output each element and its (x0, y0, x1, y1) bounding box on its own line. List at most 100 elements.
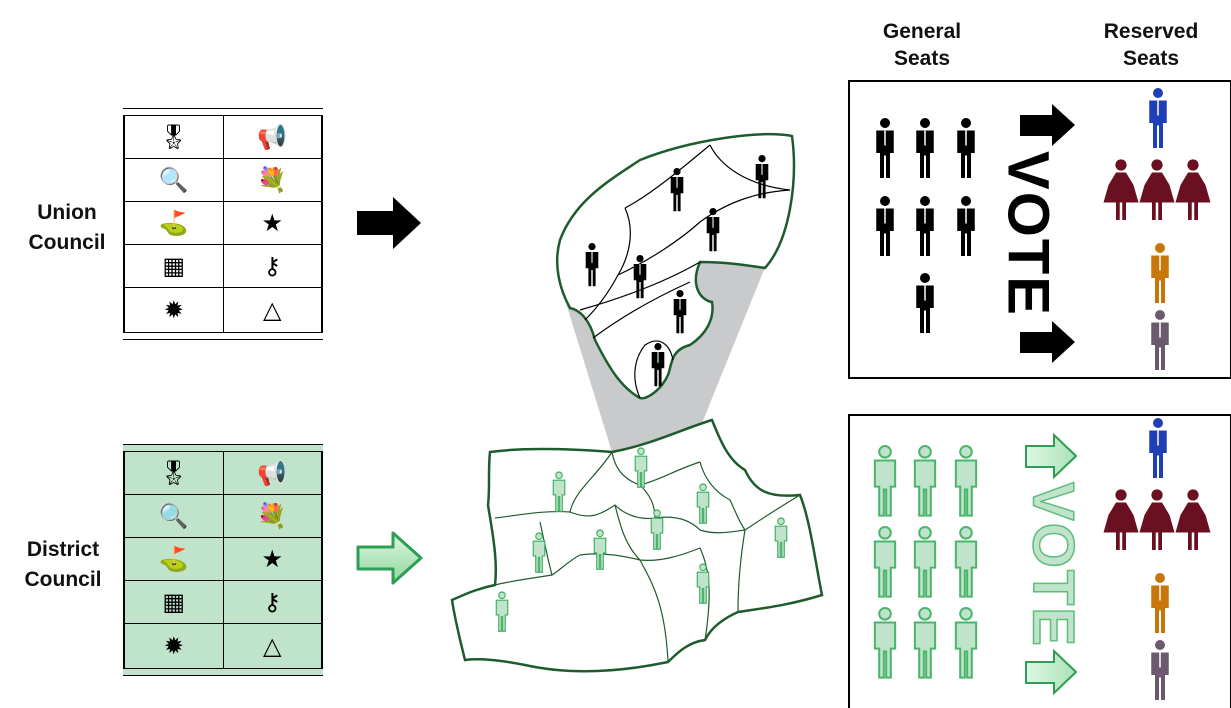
general-seat-person-icon (954, 444, 978, 517)
magnifier-icon: 🔍 (124, 158, 224, 202)
district-council-label-line2: Council (24, 568, 102, 591)
magnifier-icon: 🔍 (124, 494, 224, 538)
seat-illustration: VOTE VOTE (873, 88, 1211, 700)
district-vote-text: VOTE (1021, 482, 1086, 648)
reserved-seat-person-icon (1151, 243, 1169, 303)
general-seats-header-line2: Seats (893, 47, 951, 70)
ballot-row: 🎖📢 (124, 115, 322, 159)
general-seat-person-icon (873, 525, 897, 598)
union-arrow (357, 197, 421, 249)
medal-icon: 🎖 (124, 115, 224, 159)
ballot-row: ⛳★ (124, 537, 322, 581)
district-vote-graphic: VOTE (1020, 432, 1086, 696)
district-map (450, 418, 824, 673)
general-seat-person-icon (913, 444, 937, 517)
union-council-label-line2: Council (28, 231, 106, 254)
person-icon (593, 529, 607, 570)
ballot-row: 🔍💐 (124, 494, 322, 538)
medal-icon: 🎖 (124, 451, 224, 495)
district-council-ballot: 🎖📢🔍💐⛳★▦⚷✹△ (123, 444, 323, 676)
ballot-row: ✹△ (124, 287, 322, 333)
general-seat-person-icon (913, 606, 937, 679)
reserved-seat-person-icon (1149, 88, 1167, 148)
key-icon: ⚷ (222, 244, 322, 288)
district-vote-arrow-top (1025, 432, 1078, 480)
union-vote-arrow-top (1020, 104, 1075, 146)
star-icon: ★ (222, 537, 322, 581)
union-vote-arrow-bottom (1020, 321, 1075, 363)
general-seat-person-icon (873, 606, 897, 679)
map-illustration (450, 133, 824, 673)
general-seat-person-icon (913, 525, 937, 598)
general-seat-person-icon (957, 196, 975, 256)
district-arrow (356, 531, 423, 585)
person-icon (633, 255, 647, 299)
reserved-seat-person-icon (1149, 418, 1167, 478)
person-icon (774, 517, 788, 558)
reserved-seat-person-icon (1151, 640, 1169, 700)
person-icon (673, 290, 687, 334)
person-icon (495, 591, 509, 632)
person-icon (706, 208, 720, 252)
person-icon (670, 168, 684, 212)
union-vote-graphic: VOTE (996, 104, 1075, 363)
reserved-seat-woman-icon (1175, 159, 1211, 220)
star-icon: ★ (222, 201, 322, 245)
general-seat-person-icon (954, 525, 978, 598)
general-seat-person-icon (916, 196, 934, 256)
reserved-seat-woman-icon (1139, 489, 1175, 550)
golf-flag-icon: ⛳ (124, 201, 224, 245)
union-council-label-line1: Union (37, 201, 97, 224)
sun-icon: ✹ (124, 287, 224, 333)
flowers-icon: 💐 (222, 494, 322, 538)
sun-icon: ✹ (124, 623, 224, 669)
union-council-label: Union Council (22, 198, 112, 258)
key-icon: ⚷ (222, 580, 322, 624)
person-icon (696, 563, 710, 604)
person-icon (634, 447, 648, 488)
ballot-row: ▦⚷ (124, 244, 322, 288)
ballot-row: 🎖📢 (124, 451, 322, 495)
reserved-seats-header-line2: Seats (1122, 47, 1180, 70)
ballot-row: ✹△ (124, 623, 322, 669)
flowers-icon: 💐 (222, 158, 322, 202)
ballot-row: ⛳★ (124, 201, 322, 245)
general-seat-person-icon (876, 196, 894, 256)
general-seats-header-line1: General (882, 20, 962, 43)
ballot-symbol-grid: 🎖📢🔍💐⛳★▦⚷✹△ (124, 451, 322, 669)
general-seats-header: General Seats (862, 18, 982, 72)
person-icon (755, 155, 769, 199)
person-icon (650, 509, 664, 550)
person-icon (532, 532, 546, 573)
general-seat-person-icon (876, 118, 894, 178)
reserved-seat-woman-icon (1103, 489, 1139, 550)
district-vote-arrow-bottom (1025, 648, 1078, 696)
union-map (556, 133, 796, 400)
general-seat-person-icon (873, 444, 897, 517)
person-icon (651, 343, 665, 387)
reserved-seat-person-icon (1151, 310, 1169, 370)
general-seat-person-icon (954, 606, 978, 679)
person-icon (552, 471, 566, 512)
person-icon (696, 483, 710, 524)
calculator-icon: ▦ (124, 580, 224, 624)
reserved-seat-woman-icon (1175, 489, 1211, 550)
ballot-row: 🔍💐 (124, 158, 322, 202)
triangle-icon: △ (222, 287, 322, 333)
district-council-label-line1: District (26, 538, 100, 561)
calculator-icon: ▦ (124, 244, 224, 288)
megaphone-icon: 📢 (222, 451, 322, 495)
triangle-icon: △ (222, 623, 322, 669)
union-council-ballot: 🎖📢🔍💐⛳★▦⚷✹△ (123, 108, 323, 340)
ballot-row: ▦⚷ (124, 580, 322, 624)
reserved-seat-woman-icon (1103, 159, 1139, 220)
reserved-seat-woman-icon (1139, 159, 1175, 220)
reserved-seat-person-icon (1151, 573, 1169, 633)
general-seat-person-icon (916, 118, 934, 178)
general-seat-person-icon (916, 273, 934, 333)
megaphone-icon: 📢 (222, 115, 322, 159)
union-vote-text: VOTE (996, 151, 1061, 317)
reserved-seats-header: Reserved Seats (1086, 18, 1216, 72)
golf-flag-icon: ⛳ (124, 537, 224, 581)
reserved-seats-header-line1: Reserved (1103, 20, 1199, 43)
